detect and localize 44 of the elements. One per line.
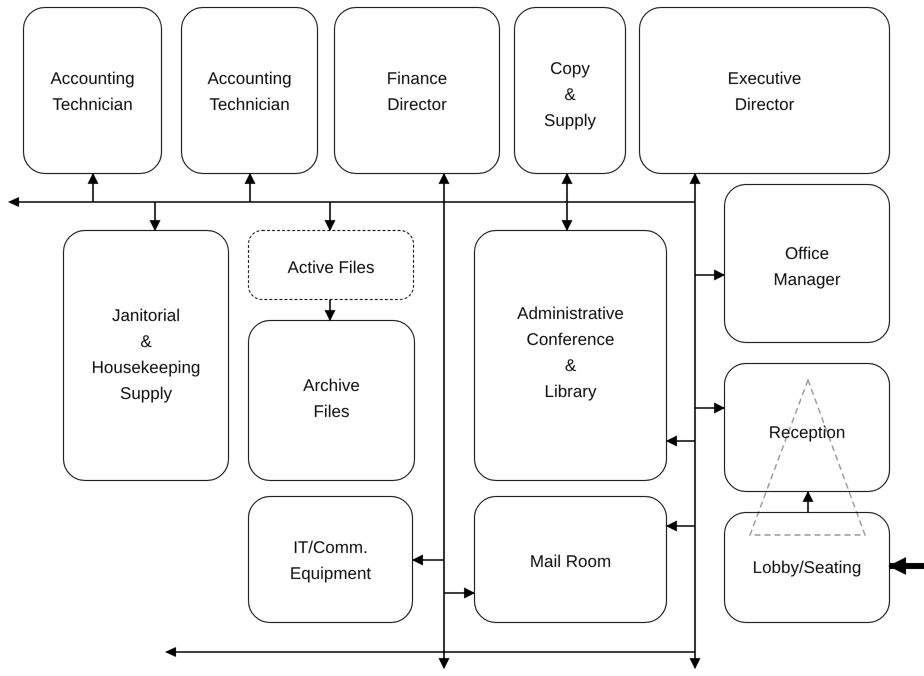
- arrow: [412, 554, 444, 566]
- room-box: [248, 320, 415, 481]
- room-label: Copy & Supply: [544, 58, 596, 132]
- room-label: Active Files: [288, 257, 374, 279]
- room-label: Accounting Technician: [207, 68, 292, 116]
- arrow: [690, 172, 700, 670]
- room-box: [181, 7, 318, 174]
- room-label: Finance Director: [386, 68, 448, 116]
- arrow: [438, 172, 450, 670]
- room-box: [724, 512, 890, 623]
- arrow: [695, 402, 726, 414]
- room-label: Reception: [768, 422, 846, 444]
- arrow: [562, 172, 572, 232]
- room-box: [639, 7, 890, 174]
- arrow: [666, 436, 695, 446]
- room-box: [474, 496, 667, 623]
- arrow: [244, 172, 256, 202]
- room-box: [23, 7, 162, 174]
- arrow: [324, 202, 336, 232]
- room-label: Lobby/Seating: [752, 557, 862, 579]
- room-label: Office Manager: [773, 243, 841, 291]
- room-box: [334, 7, 500, 174]
- room-box: [248, 230, 414, 300]
- arrow: [444, 588, 476, 598]
- room-box: [724, 363, 890, 492]
- arrow: [888, 557, 924, 575]
- room-label: Archive Files: [303, 375, 360, 423]
- arrow: [150, 202, 160, 232]
- arrow: [666, 520, 695, 532]
- arrow: [324, 300, 336, 322]
- arrow: [802, 490, 814, 512]
- room-label: Janitorial & Housekeeping Supply: [92, 305, 200, 405]
- room-label: Mail Room: [530, 551, 612, 573]
- room-label: Executive Director: [728, 68, 802, 116]
- room-box: [514, 7, 626, 174]
- room-label: IT/Comm. Equipment: [290, 537, 372, 585]
- room-label: Accounting Technician: [50, 68, 135, 116]
- room-box: [474, 230, 667, 481]
- room-box: [63, 230, 229, 481]
- room-box: [724, 184, 890, 343]
- arrow: [695, 270, 726, 280]
- arrow: [88, 172, 98, 202]
- room-label: Administrative Conference & Library: [517, 303, 624, 403]
- room-box: [248, 496, 413, 623]
